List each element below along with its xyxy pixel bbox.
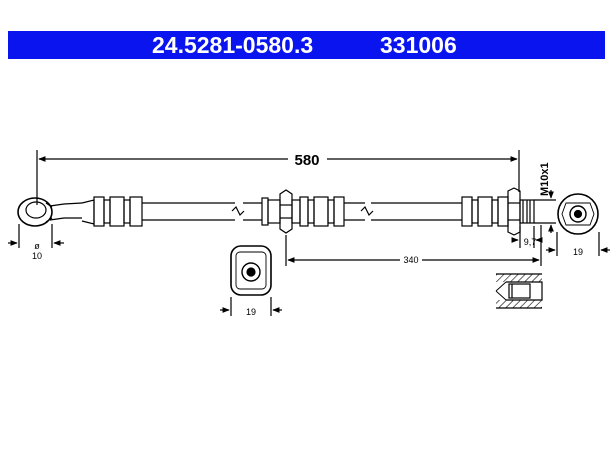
part-number: 24.5281-0580.3 [152, 32, 314, 58]
hose-segment-right [344, 202, 462, 221]
thread-depth-dimension: 9,7 [511, 226, 543, 248]
thread-label: M10x1 [539, 162, 551, 196]
left-crimp-ferrule [81, 196, 143, 227]
eye-diameter-label: 10 [32, 251, 42, 261]
total-length-dimension: 580 [36, 150, 520, 205]
hose-segment-left [142, 202, 262, 221]
hex-end-view: 19 [546, 193, 610, 257]
catalog-number: 331006 [380, 32, 457, 58]
thread-dimension: M10x1 [534, 162, 556, 233]
right-crimp-ferrule [461, 187, 535, 236]
hex-size-bracket-label: 19 [246, 307, 256, 317]
thread-section-detail [495, 273, 543, 309]
partial-length-label: 340 [403, 255, 418, 265]
partial-length-dimension: 340 [285, 225, 542, 266]
bracket-end-view: 19 [220, 245, 282, 317]
header-banner: 24.5281-0580.3 331006 [8, 31, 605, 59]
thread-depth-label: 9,7 [524, 237, 537, 247]
banjo-eye-fitting [17, 197, 83, 227]
bracket-fitting [261, 189, 345, 234]
hex-size-end-label: 19 [573, 247, 583, 257]
eye-diameter-symbol: ø [34, 241, 40, 251]
total-length-label: 580 [294, 152, 319, 169]
eye-diameter-dimension: ø 10 [8, 224, 64, 261]
